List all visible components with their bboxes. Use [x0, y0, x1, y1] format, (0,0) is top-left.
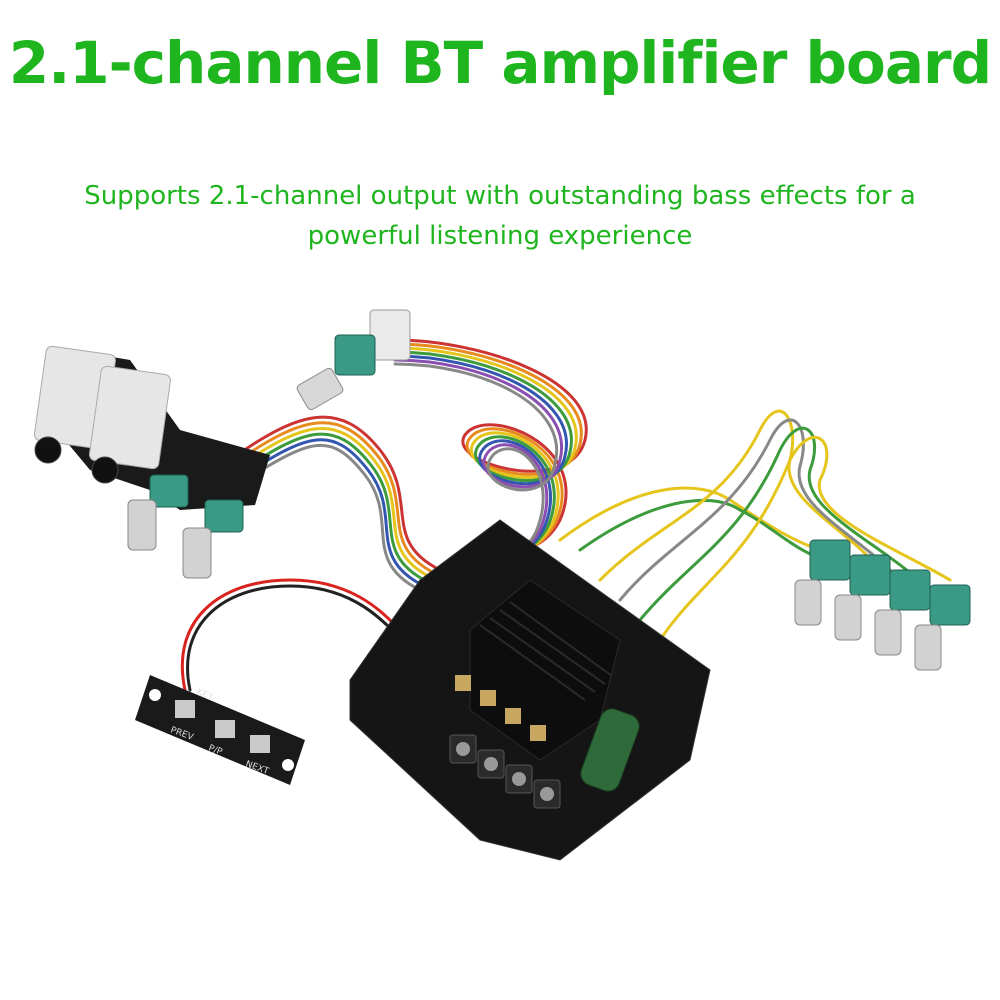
- key-button-board: KEY PREV P/P NEXT: [135, 675, 305, 785]
- ribbon-cables: [180, 338, 952, 692]
- main-amplifier-board: [349, 519, 711, 861]
- page-subtitle: Supports 2.1-channel output with outstan…: [84, 181, 916, 251]
- cable-left-module: [228, 415, 442, 592]
- right-knob-row: [794, 539, 971, 671]
- cable-top-knob: [393, 338, 588, 562]
- top-volume-knob: [296, 309, 411, 411]
- button-label-pp: P/P: [207, 743, 224, 757]
- page-title: 2.1-channel BT amplifier board: [8, 29, 992, 97]
- cable-red-black: [180, 578, 397, 692]
- product-photo: KEY PREV P/P NEXT: [0, 280, 1000, 1000]
- left-input-module: [33, 345, 270, 579]
- cable-right-knobs: [558, 409, 952, 642]
